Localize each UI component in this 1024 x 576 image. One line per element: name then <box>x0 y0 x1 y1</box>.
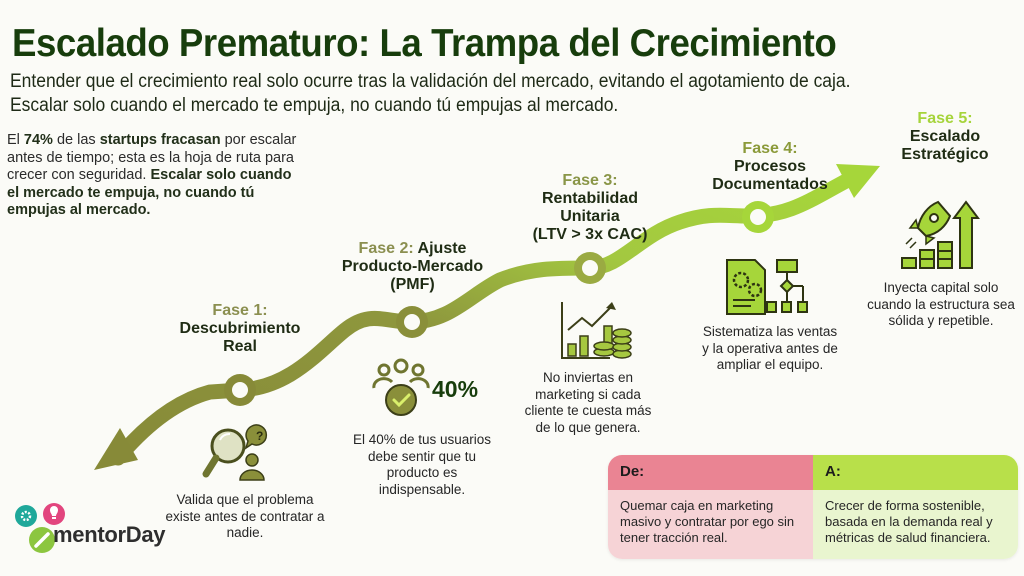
to-label: A: <box>813 455 1018 490</box>
pmf-stat: 40% <box>432 376 479 402</box>
phase-3-heading: Fase 3: Rentabilidad Unitaria (LTV > 3x … <box>532 172 648 243</box>
phase-4-heading: Fase 4: Procesos Documentados <box>712 140 828 193</box>
phase-5-description: Inyecta capital solo cuando la estructur… <box>867 280 1015 328</box>
phase-5-heading: Fase 5: Escalado Estratégico <box>901 110 989 163</box>
document-gears-flowchart-icon <box>726 259 808 315</box>
phase-3-description: No inviertas en marketing si cada client… <box>524 370 652 435</box>
arrow-down-left-icon <box>94 428 138 470</box>
phase-1-description: Valida que el problema existe antes de c… <box>165 492 325 540</box>
comparison-from: De: Quemar caja en marketing masivo y co… <box>608 455 813 559</box>
mentorday-logo <box>15 503 65 553</box>
to-text: Crecer de forma sostenible, basada en la… <box>813 490 1018 559</box>
intro-emphasis: Escalar solo cuando el mercado te empuja… <box>7 167 292 218</box>
phase-2-heading: Fase 2: Ajuste Producto-Mercado (PMF) <box>341 240 484 293</box>
phase-1-heading: Fase 1: Descubrimiento Real <box>179 302 301 355</box>
logo-text: mentorDay <box>53 522 166 547</box>
page-title: Escalado Prematuro: La Trampa del Crecim… <box>12 22 837 65</box>
from-text: Quemar caja en marketing masivo y contra… <box>608 490 813 559</box>
page-subtitle: Entender que el crecimiento real solo oc… <box>10 71 851 116</box>
comparison-table: De: Quemar caja en marketing masivo y co… <box>608 455 1018 559</box>
rocket-growth-icon <box>901 200 980 269</box>
comparison-to: A: Crecer de forma sostenible, basada en… <box>813 455 1018 559</box>
intro-text: El 74% de las startups fracasan por esca… <box>7 132 297 218</box>
svg-text:?: ? <box>256 429 263 443</box>
phase-2-description: El 40% de tus usuarios debe sentir que t… <box>352 432 492 497</box>
magnifier-question-person-icon: ? <box>202 424 268 481</box>
phase-4-description: Sistematiza las ventas y la operativa an… <box>702 324 838 372</box>
users-check-icon <box>372 358 430 416</box>
arrow-up-right-icon <box>836 164 880 198</box>
from-label: De: <box>608 455 813 490</box>
chart-coins-icon <box>561 302 632 359</box>
